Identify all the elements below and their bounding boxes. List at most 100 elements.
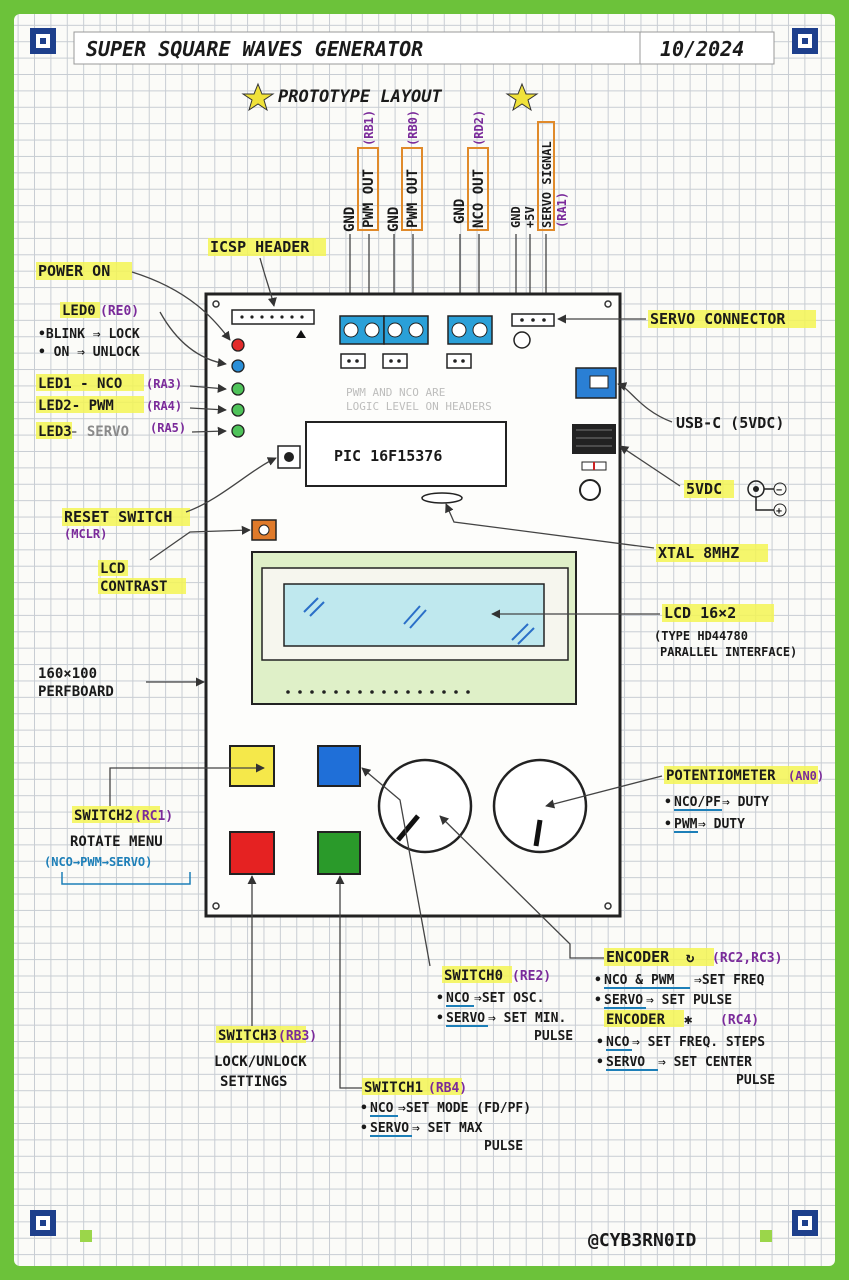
label-settings: SETTINGS — [220, 1074, 287, 1090]
label-led0-blink: •BLINK ⇒ LOCK — [38, 327, 140, 342]
svg-text:•: • — [360, 1101, 368, 1116]
label-switch0: SWITCH0 — [444, 968, 503, 984]
label-servo-connector: SERVO CONNECTOR — [650, 310, 786, 328]
svg-text:•: • — [664, 817, 672, 832]
svg-text:•: • — [360, 1121, 368, 1136]
label-enc2-servo-key: SERVO — [606, 1055, 645, 1070]
pic-chip — [305, 421, 507, 487]
label-switch2: SWITCH2 — [74, 808, 133, 824]
label-pot-pwm-value: ⇒ DUTY — [698, 817, 745, 832]
label-switch3-pin: (RB3) — [278, 1029, 317, 1044]
label-power-on: POWER ON — [38, 262, 110, 280]
pin-pwm-out-2: PWM OUT — [405, 169, 421, 228]
top-pin-labels: GND PWM OUT (RB1) GND PWM OUT (RB0) GND … — [342, 110, 569, 232]
label-reset-switch: RESET SWITCH — [64, 508, 172, 526]
label-5vdc: 5VDC — [686, 480, 722, 498]
pin-servo-signal: SERVO SIGNAL — [540, 141, 554, 228]
pin-gnd-3: GND — [452, 199, 468, 224]
label-xtal: XTAL 8MHZ — [658, 544, 739, 562]
label-sw0-servo-value-2: PULSE — [534, 1029, 573, 1044]
svg-text:−: − — [776, 485, 782, 496]
label-lock-unlock: LOCK/UNLOCK — [214, 1054, 307, 1070]
label-led0-pin: (RE0) — [100, 304, 139, 319]
title-box — [73, 31, 775, 65]
label-potentiometer: POTENTIOMETER — [666, 768, 776, 784]
label-enc2-nco-key: NCO — [606, 1035, 630, 1050]
jumper-headers — [340, 353, 472, 369]
svg-text:+: + — [776, 506, 782, 517]
svg-text:•: • — [596, 1055, 604, 1070]
lcd-screen — [283, 583, 545, 647]
svg-text:•: • — [664, 795, 672, 810]
label-led1-pin: (RA3) — [146, 377, 182, 391]
board-note-1: PWM AND NCO ARE — [346, 386, 445, 399]
label-enc-nco-value: ⇒SET FREQ — [694, 973, 765, 988]
label-encoder-pin: (RC2,RC3) — [712, 951, 782, 966]
encoder-rotate-icon: ↻ — [686, 950, 695, 966]
label-lcd-contrast-2: CONTRAST — [100, 579, 167, 595]
label-lcd: LCD 16×2 — [664, 604, 736, 622]
label-led0: LED0 — [62, 303, 96, 319]
label-led2: LED2- PWM — [38, 398, 114, 414]
label-led3-pin: (RA5) — [150, 421, 186, 435]
svg-text:•: • — [594, 973, 602, 988]
label-sw1-servo-value: ⇒ SET MAX — [412, 1121, 483, 1136]
label-rotate-menu: ROTATE MENU — [70, 834, 163, 850]
pin-nco-out: NCO OUT — [471, 169, 487, 228]
lcd-pins — [286, 690, 470, 694]
svg-text:•: • — [436, 1011, 444, 1026]
push-buttons — [229, 745, 361, 875]
pic-label: PIC 16F15376 — [334, 447, 442, 465]
label-led1: LED1 - NCO — [38, 376, 122, 392]
board-note-2: LOGIC LEVEL ON HEADERS — [346, 400, 492, 413]
label-encoder: ENCODER — [606, 948, 670, 966]
label-lcd-contrast-1: LCD — [100, 561, 125, 577]
pin-gnd-4: GND — [509, 206, 523, 228]
icsp-pins — [240, 315, 304, 319]
label-enc-servo-value: ⇒ SET PULSE — [646, 993, 732, 1008]
label-rotate-sequence: (NCO→PWM→SERVO) — [44, 855, 152, 869]
label-sw0-servo-key: SERVO — [446, 1011, 485, 1026]
label-enc-nco-key: NCO & PWM — [604, 973, 675, 988]
encoder-press-icon: ✱ — [684, 1012, 693, 1028]
label-sw1-nco-key: NCO — [370, 1101, 394, 1116]
dc-polarity-icon: − + — [747, 480, 787, 517]
potentiometer-knob — [492, 758, 588, 854]
servo-capacitor — [513, 331, 531, 349]
label-led3: LED3 — [38, 424, 72, 440]
label-switch0-pin: (RE2) — [512, 969, 551, 984]
label-pot-nco-value: ⇒ DUTY — [722, 795, 769, 810]
label-led3-suffix: - SERVO — [70, 424, 129, 440]
label-perfboard: PERFBOARD — [38, 684, 114, 700]
label-led2-pin: (RA4) — [146, 399, 182, 413]
crystal — [421, 492, 463, 504]
label-pot-pin: (AN0) — [788, 769, 824, 783]
pin-pwm-out-1: PWM OUT — [361, 169, 377, 228]
label-led0-on: • ON ⇒ UNLOCK — [38, 345, 140, 360]
svg-text:•: • — [594, 993, 602, 1008]
label-sw1-servo-key: SERVO — [370, 1121, 409, 1136]
pin-rb0: (RB0) — [406, 110, 420, 146]
label-encoder-2: ENCODER — [606, 1012, 666, 1028]
page-subtitle: PROTOTYPE LAYOUT — [278, 87, 443, 107]
label-sw0-nco-value: ⇒SET OSC. — [474, 991, 544, 1006]
leds — [231, 338, 245, 438]
label-mclr: (MCLR) — [64, 527, 107, 541]
label-usb-c: USB-C (5VDC) — [676, 414, 784, 432]
icsp-pin1-marker — [296, 330, 306, 338]
page-date: 10/2024 — [660, 37, 744, 61]
label-switch1: SWITCH1 — [364, 1080, 423, 1096]
label-sw0-servo-value: ⇒ SET MIN. — [488, 1011, 566, 1026]
label-pot-pwm-key: PWM — [674, 817, 698, 832]
label-sw1-nco-value: ⇒SET MODE (FD/PF) — [398, 1101, 531, 1116]
terminal-blocks — [339, 315, 493, 345]
label-encoder2-pin: (RC4) — [720, 1013, 759, 1028]
pin-gnd-1: GND — [342, 207, 358, 232]
label-icsp-header: ICSP HEADER — [210, 238, 310, 256]
label-perfboard-size: 160×100 — [38, 666, 97, 682]
label-lcd-type-1: (TYPE HD44780 — [654, 629, 748, 643]
label-sw1-servo-value-2: PULSE — [484, 1139, 523, 1154]
label-enc-servo-key: SERVO — [604, 993, 643, 1008]
dc-jack — [572, 424, 616, 454]
